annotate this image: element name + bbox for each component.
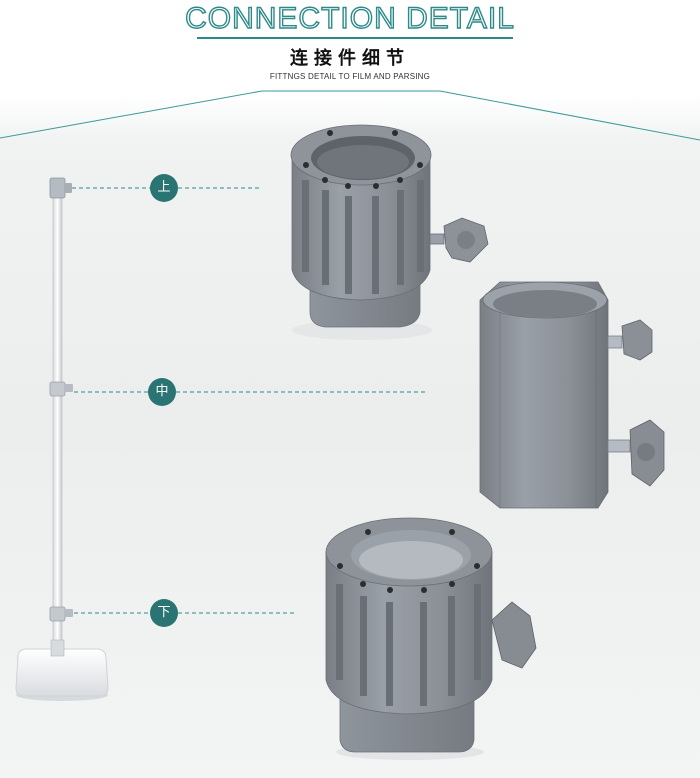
pole-stand [15, 177, 109, 701]
middle-connector [479, 281, 665, 509]
bottom-connector [325, 517, 537, 760]
marker-bottom: 下 [150, 599, 178, 627]
title-underline [197, 37, 513, 39]
top-connector [290, 124, 489, 340]
marker-top: 上 [150, 174, 178, 202]
marker-middle: 中 [148, 378, 176, 406]
subtitle-chinese: 连接件细节 [290, 48, 410, 69]
leader-lines [72, 187, 426, 614]
header: CONNECTION DETAIL 连接件细节 FITTNGS DETAIL T… [0, 0, 700, 100]
header-decor-lines [0, 90, 700, 141]
subtitle-english: FITTNGS DETAIL TO FILM AND PARSING [269, 72, 431, 81]
page-title: CONNECTION DETAIL [184, 1, 515, 35]
